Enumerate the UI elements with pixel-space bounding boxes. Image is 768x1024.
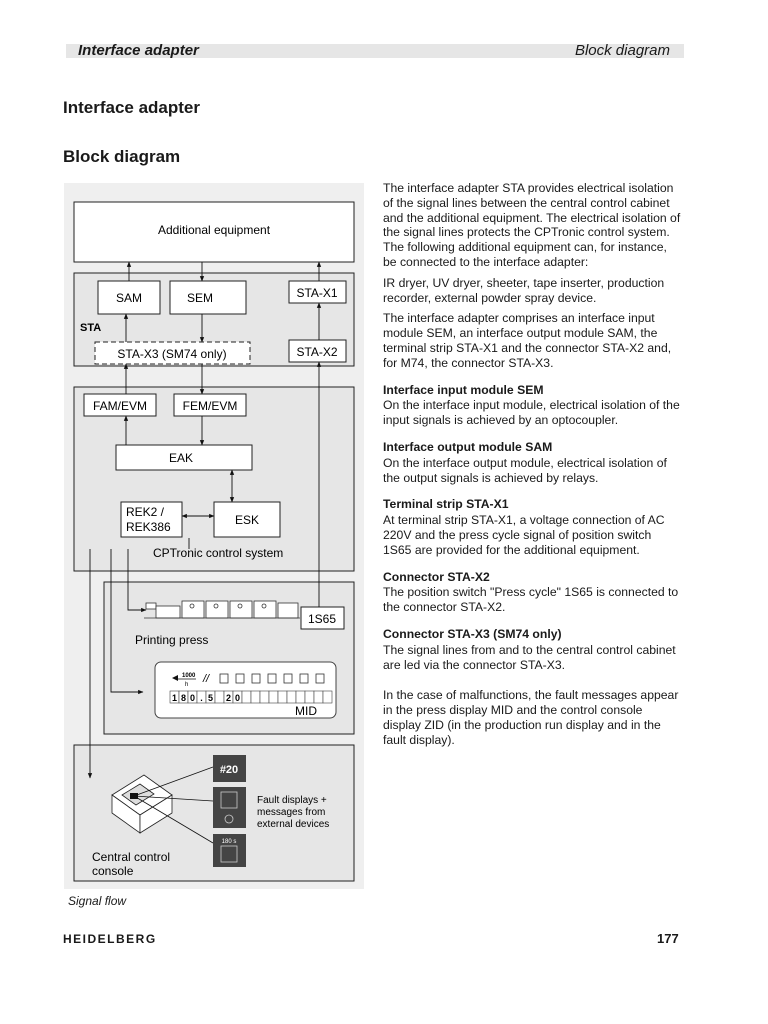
console-label-line2: console	[92, 864, 134, 878]
zid-small: 180 s	[222, 839, 237, 845]
header-left: Interface adapter	[78, 42, 199, 59]
heading-sta-x3: Connector STA-X3 (SM74 only)	[383, 626, 562, 641]
zid-counter-icon	[213, 755, 246, 782]
mid-digit: 1	[172, 693, 177, 703]
eak-box	[115, 444, 253, 471]
rek2-label: REK2 /	[126, 505, 165, 519]
paragraph-sem: On the interface input module, electrica…	[383, 398, 680, 428]
heading-sam: Interface output module SAM	[383, 439, 553, 454]
mid-digit-cell	[214, 690, 225, 704]
sam-label: SAM	[116, 291, 142, 305]
mid-digit-cell	[277, 690, 288, 704]
fam-evm-box	[83, 393, 157, 417]
sem-box	[169, 280, 247, 315]
fam-evm-label: FAM/EVM	[93, 399, 147, 413]
zid-timer-icon	[213, 834, 246, 867]
additional-equipment-box	[73, 201, 355, 263]
svg-text://: //	[202, 673, 210, 685]
fem-evm-box	[173, 393, 247, 417]
mid-digit-cell	[259, 690, 270, 704]
esk-label: ESK	[235, 513, 259, 527]
mid-digit-cell	[268, 690, 279, 704]
paragraph-sta-x1: At terminal strip STA-X1, a voltage conn…	[383, 513, 665, 557]
esk-box	[213, 501, 281, 538]
equipment-list-paragraph: IR dryer, UV dryer, sheeter, tape insert…	[383, 275, 665, 305]
header-right: Block diagram	[574, 42, 670, 59]
mid-digit: 0	[235, 693, 240, 703]
mid-digit-cell	[304, 690, 315, 704]
mid-digit: .	[200, 693, 203, 703]
block-diagram: Additional equipment SAM SEM STA-X1 STA …	[64, 183, 364, 889]
mid-digit: 2	[226, 693, 231, 703]
sem-label: SEM	[187, 291, 213, 305]
printing-press-label: Printing press	[135, 633, 208, 647]
cptronic-block	[73, 386, 355, 572]
rek-box	[120, 501, 183, 538]
mid-digit-cell	[313, 690, 324, 704]
console-label-line1: Central control	[92, 850, 170, 864]
sta-label: STA	[80, 322, 101, 334]
mid-digit-cell	[250, 690, 261, 704]
mid-digit-cell	[286, 690, 297, 704]
rek386-label: REK386	[126, 520, 171, 534]
mid-speed: 1000	[182, 673, 196, 679]
heidelberg-logo: HEIDELBERG	[63, 932, 157, 946]
sta-x1-label: STA-X1	[296, 286, 337, 300]
fault-displays-line3: external devices	[257, 819, 329, 830]
fault-paragraph: In the case of malfunctions, the fault m…	[383, 688, 679, 747]
paragraph-sta-x3: The signal lines from and to the central…	[383, 642, 676, 672]
zid-counter: #20	[220, 764, 238, 776]
fem-evm-label: FEM/EVM	[183, 399, 238, 413]
fault-displays-line2: messages from	[257, 807, 325, 818]
mid-unit-icons	[219, 673, 325, 684]
intro-paragraph: The interface adapter STA provides elect…	[383, 181, 681, 269]
sta-x3-label: STA-X3 (SM74 only)	[117, 347, 226, 361]
sta-x3-box	[94, 341, 251, 365]
fault-displays-line1: Fault displays +	[257, 795, 327, 806]
paragraph-sam: On the interface output module, electric…	[383, 455, 667, 485]
press-illustration	[144, 600, 300, 619]
mid-digit-cell	[322, 690, 333, 704]
cptronic-label: CPTronic control system	[153, 546, 283, 560]
figure-caption: Signal flow	[68, 894, 127, 908]
mid-digit-cell	[295, 690, 306, 704]
page-title: Interface adapter	[63, 98, 200, 117]
sta-x2-label: STA-X2	[296, 345, 337, 359]
section-title: Block diagram	[63, 147, 181, 166]
mid-digit-cell	[241, 690, 252, 704]
comprises-paragraph: The interface adapter comprises an inter…	[383, 311, 672, 370]
page-number: 177	[657, 931, 679, 946]
mid-digit: 0	[190, 693, 195, 703]
mid-display	[154, 661, 337, 719]
mid-label: MID	[295, 704, 317, 718]
s165-box	[300, 606, 345, 630]
zid-fault-icon	[213, 787, 246, 828]
body-text: The interface adapter STA provides elect…	[383, 181, 683, 754]
signal-lines	[87, 261, 322, 779]
header-bar	[66, 44, 684, 58]
sam-box	[97, 280, 161, 315]
heading-sta-x2: Connector STA-X2	[383, 569, 490, 584]
mid-digit: 8	[181, 693, 186, 703]
s165-label: 1S65	[308, 612, 336, 626]
heading-sem: Interface input module SEM	[383, 382, 544, 397]
mid-digit: 5	[208, 693, 213, 703]
additional-equipment-label: Additional equipment	[158, 223, 271, 237]
mid-unit: h	[185, 682, 188, 688]
eak-label: EAK	[169, 451, 193, 465]
paragraph-sta-x2: The position switch "Press cycle" 1S65 i…	[383, 585, 679, 615]
heading-sta-x1: Terminal strip STA-X1	[383, 497, 509, 512]
